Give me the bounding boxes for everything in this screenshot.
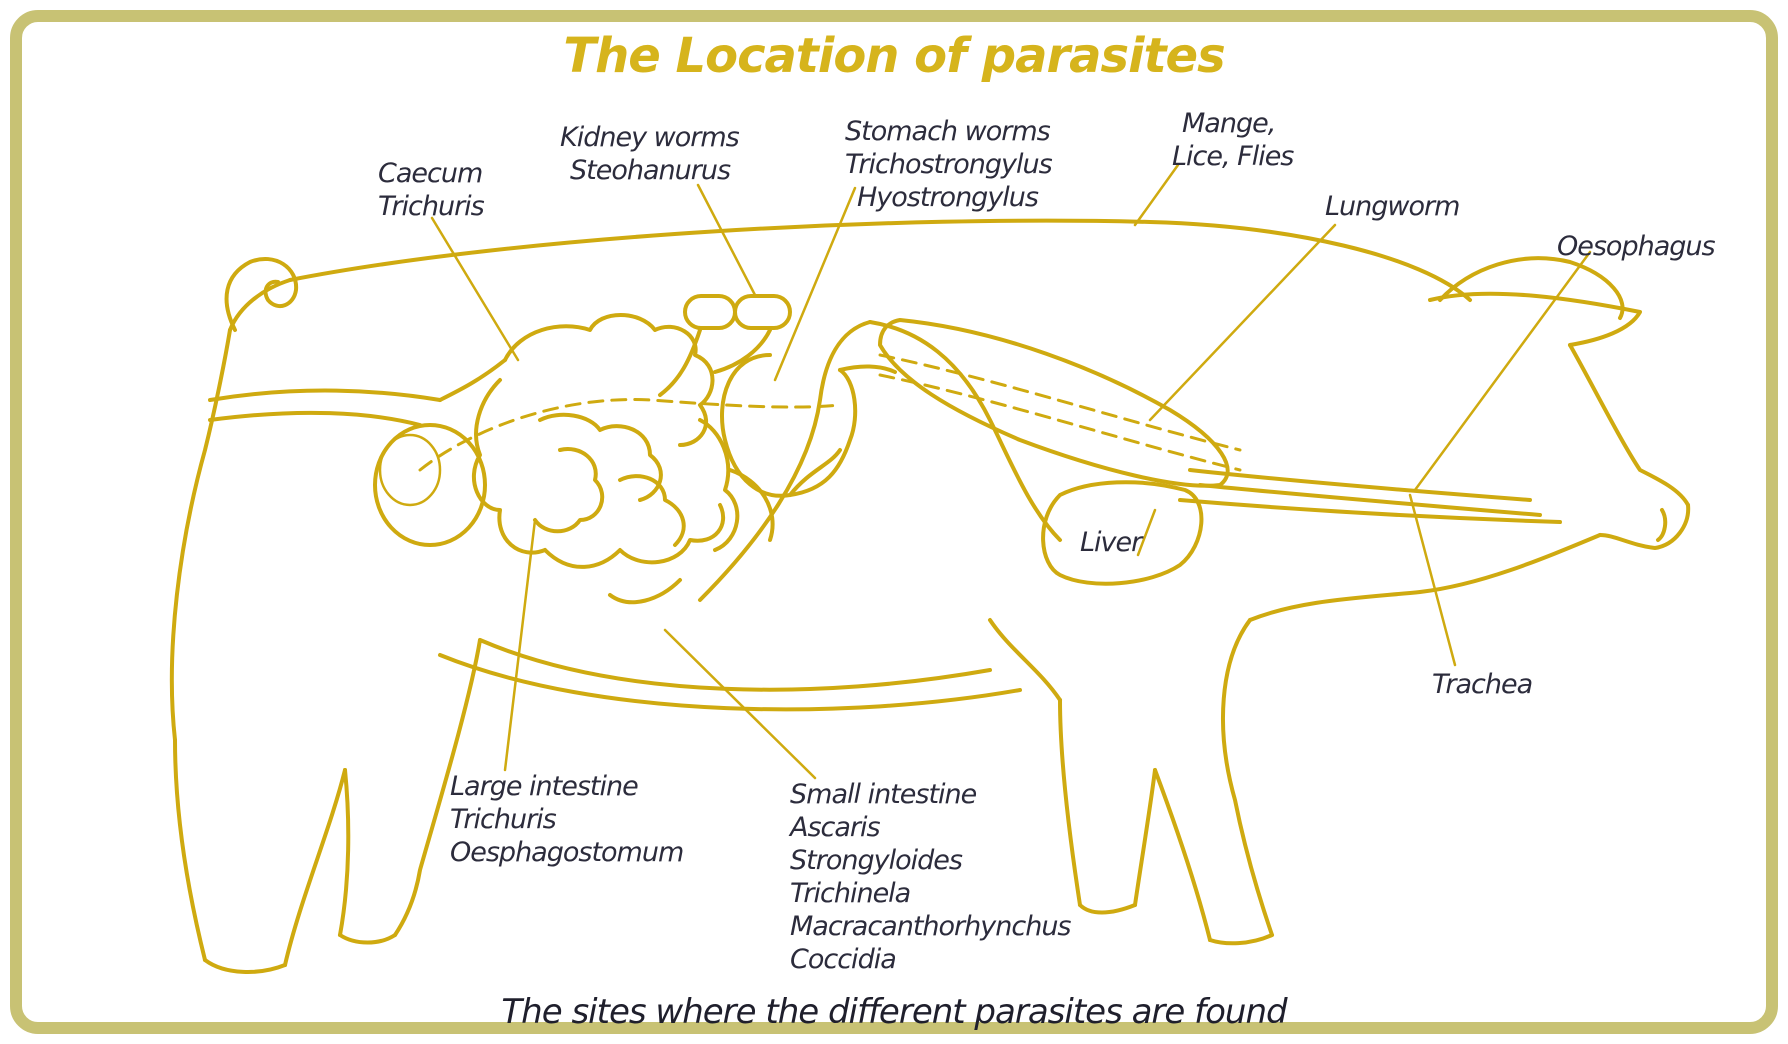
- label-mange-line-1: Mange,: [1172, 107, 1293, 140]
- diagram-caption: The sites where the different parasites …: [0, 992, 1788, 1032]
- label-small-intestine-line-4: Trichinela: [790, 877, 1071, 910]
- label-lungworm-line-1: Lungworm: [1325, 190, 1459, 223]
- label-small-intestine-line-1: Small intestine: [790, 778, 1071, 811]
- label-liver: Liver: [1080, 526, 1141, 559]
- label-small-intestine-line-5: Macracanthorhynchus: [790, 910, 1071, 943]
- label-stomach-line-3: Hyostrongylus: [845, 181, 1052, 214]
- label-lungworm: Lungworm: [1325, 190, 1459, 223]
- oesophagus-trachea-drawing: [880, 355, 1560, 522]
- label-oesophagus: Oesophagus: [1557, 230, 1715, 263]
- label-kidney-line-2: Steohanurus: [560, 154, 739, 187]
- diaphragm-drawing: [700, 322, 1060, 600]
- label-small-intestine-line-2: Ascaris: [790, 811, 1071, 844]
- label-liver-line-1: Liver: [1080, 526, 1141, 559]
- label-stomach-line-2: Trichostrongylus: [845, 148, 1052, 181]
- label-mange-line-2: Lice, Flies: [1172, 140, 1293, 173]
- label-large-intestine-line-3: Oesphagostomum: [450, 836, 683, 869]
- label-large-intestine: Large intestine Trichuris Oesphagostomum: [450, 770, 683, 869]
- label-large-intestine-line-2: Trichuris: [450, 803, 683, 836]
- label-large-intestine-line-1: Large intestine: [450, 770, 683, 803]
- label-small-intestine: Small intestine Ascaris Strongyloides Tr…: [790, 778, 1071, 976]
- label-caecum-line-1: Caecum: [378, 157, 484, 190]
- label-stomach-worms: Stomach worms Trichostrongylus Hyostrong…: [845, 115, 1052, 214]
- label-trachea-line-1: Trachea: [1432, 668, 1532, 701]
- label-caecum: Caecum Trichuris: [378, 157, 484, 223]
- label-kidney-line-1: Kidney worms: [560, 121, 739, 154]
- label-mange-lice-flies: Mange, Lice, Flies: [1172, 107, 1293, 173]
- stomach-drawing: [722, 355, 895, 496]
- label-small-intestine-line-3: Strongyloides: [790, 844, 1071, 877]
- pointer-lines: [432, 165, 1590, 778]
- label-trachea: Trachea: [1432, 668, 1532, 701]
- label-caecum-line-2: Trichuris: [378, 190, 484, 223]
- label-small-intestine-line-6: Coccidia: [790, 943, 1071, 976]
- label-oesophagus-line-1: Oesophagus: [1557, 230, 1715, 263]
- kidney-drawing: [660, 296, 790, 395]
- diagram-title: The Location of parasites: [0, 28, 1788, 84]
- label-stomach-line-1: Stomach worms: [845, 115, 1052, 148]
- lung-drawing: [880, 320, 1228, 486]
- label-kidney-worms: Kidney worms Steohanurus: [560, 121, 739, 187]
